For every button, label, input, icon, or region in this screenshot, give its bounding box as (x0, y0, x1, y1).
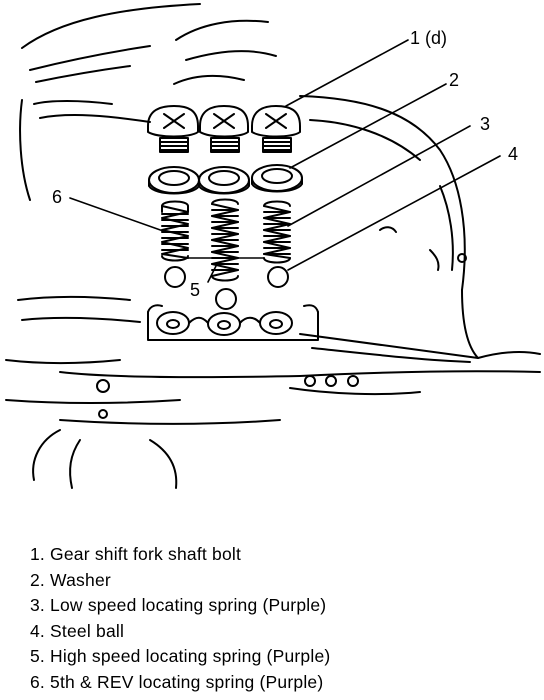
gear-shift-fork-shaft-bolt (147, 105, 301, 153)
shift-shaft-housing (147, 304, 319, 341)
callout-1: 1 (d) (410, 28, 447, 48)
legend-item-high-speed-spring: 5. High speed locating spring (Purple) (30, 646, 331, 667)
locating-spring-middle (211, 198, 239, 282)
steel-ball (164, 266, 289, 310)
locating-spring-left (161, 200, 189, 262)
legend-item-5th-rev-spring: 6. 5th & REV locating spring (Purple) (30, 671, 324, 692)
callout-4: 4 (508, 144, 518, 164)
parts-legend: 1. Gear shift fork shaft bolt 2. Washer … (30, 542, 330, 696)
legend-item-steel-ball: 4. Steel ball (30, 620, 125, 641)
leader-lines (69, 39, 501, 283)
callout-3: 3 (480, 114, 490, 134)
transmission-case (5, 3, 541, 489)
locating-spring-right (263, 200, 291, 264)
legend-item-bolt: 1. Gear shift fork shaft bolt (30, 544, 242, 564)
legend-item-low-speed-spring: 3. Low speed locating spring (Purple) (30, 595, 327, 616)
callout-6: 6 (52, 187, 62, 207)
exploded-diagram: 1 (d) 2 3 4 5 6 (5, 3, 541, 489)
legend-item-washer: 2. Washer (30, 569, 111, 590)
callout-5: 5 (190, 280, 200, 300)
callout-2: 2 (449, 70, 459, 90)
washer (148, 164, 303, 195)
